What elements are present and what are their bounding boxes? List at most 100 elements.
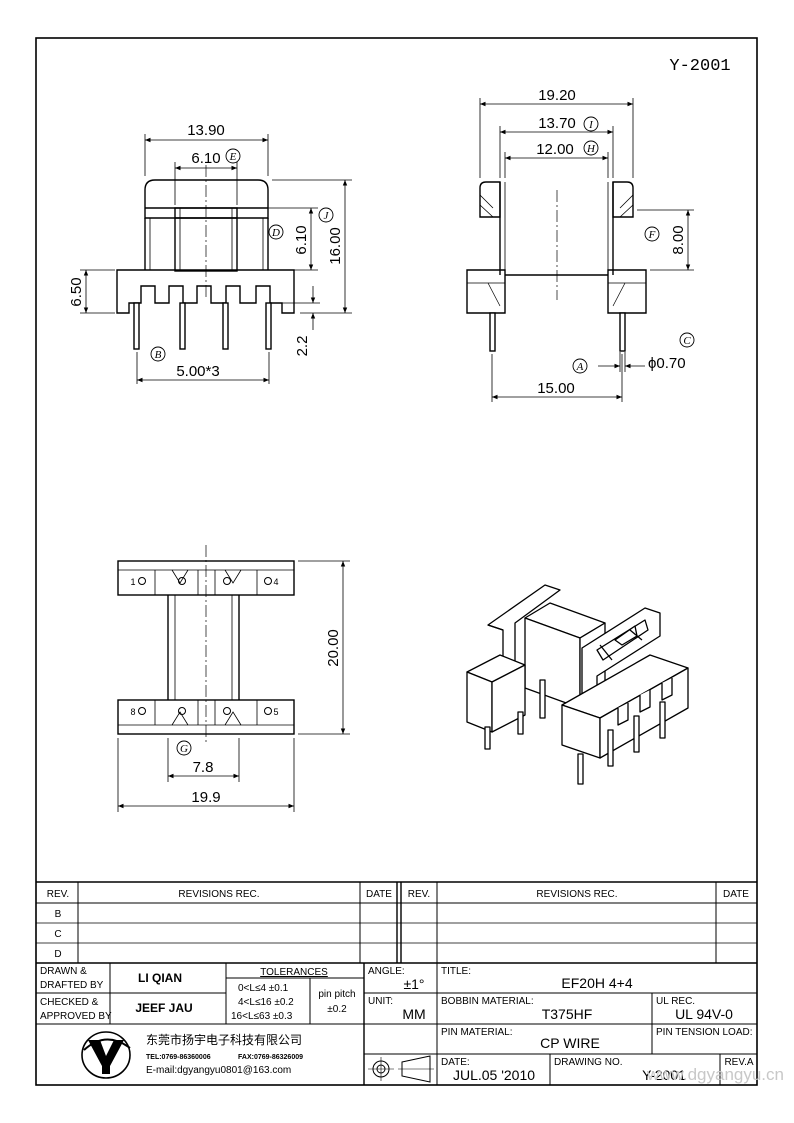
dim-pin-dia: [598, 352, 645, 372]
marker-A: A: [572, 358, 588, 374]
drawing-no-label: DRAWING NO.: [554, 1057, 623, 1068]
company-tel: TEL:0769-86360006: [146, 1054, 211, 1061]
ul-rec-value: UL 94V-0: [675, 1006, 733, 1022]
dim-15-00: [491, 354, 623, 402]
title-value: EF20H 4+4: [561, 975, 632, 991]
dim-13-90: [144, 134, 269, 176]
svg-text:I: I: [588, 119, 594, 131]
marker-C: C: [679, 332, 695, 348]
pin-material-value: CP WIRE: [540, 1035, 600, 1051]
pin-pitch-value: ±0.2: [327, 1004, 347, 1015]
dim-6-50: [80, 269, 115, 314]
pin-5-label: 5: [273, 707, 278, 717]
checked-label-2: APPROVED BY: [40, 1011, 112, 1022]
marker-D: D: [268, 224, 284, 240]
tol-row-2: 4<L≤16 ±0.2: [238, 997, 294, 1008]
dim-8-00: [637, 209, 694, 271]
svg-text:E: E: [229, 151, 237, 163]
rev-header-left: REV.: [47, 889, 69, 900]
side-view: [466, 181, 647, 352]
checked-label-1: CHECKED &: [40, 997, 99, 1008]
marker-E: E: [225, 148, 241, 164]
dim-6-10-v: [268, 207, 318, 271]
front-view: [116, 179, 295, 350]
pin-material-label: PIN MATERIAL:: [441, 1027, 513, 1038]
rev-a-label: REV.A: [724, 1057, 753, 1068]
dim-6-10-h-label: 6.10: [191, 150, 220, 167]
dim-20-00: [298, 560, 350, 735]
date-header-left: DATE: [366, 889, 392, 900]
svg-text:G: G: [180, 743, 188, 755]
pin-1-label: 1: [130, 577, 135, 587]
dim-13-70: [499, 126, 614, 178]
projection-symbol-icon: [368, 1055, 434, 1083]
sheet-border: [35, 37, 758, 1086]
rev-row-d: D: [54, 949, 61, 960]
rev-row-c: C: [54, 929, 61, 940]
dim-16-00: [272, 179, 352, 314]
marker-F: F: [644, 226, 660, 242]
company-logo-icon: [81, 1031, 131, 1079]
dim-13-70-label: 13.70: [538, 115, 576, 132]
unit-label: UNIT:: [368, 996, 393, 1007]
bobbin-material-label: BOBBIN MATERIAL:: [441, 996, 534, 1007]
dim-13-90-label: 13.90: [187, 122, 225, 139]
date-header-right: DATE: [723, 889, 749, 900]
dim-7-8-label: 7.8: [193, 759, 214, 776]
tol-row-3: 16<L≤63 ±0.3: [231, 1011, 293, 1022]
dim-pitch-label: 5.00*3: [176, 363, 219, 380]
svg-text:F: F: [648, 229, 656, 241]
dim-19-20-label: 19.20: [538, 87, 576, 104]
svg-text:C: C: [683, 335, 691, 347]
dim-12-00-label: 12.00: [536, 141, 574, 158]
rev-row-b: B: [55, 909, 62, 920]
angle-label: ANGLE:: [368, 966, 405, 977]
company-email: E-mail:dgyangyu0801@163.com: [146, 1065, 291, 1076]
date-label: DATE:: [441, 1057, 470, 1068]
svg-text:B: B: [155, 349, 162, 361]
pin-8-label: 8: [130, 707, 135, 717]
dim-2-2-label: 2.2: [294, 336, 311, 357]
revisions-table: [36, 881, 757, 964]
drawn-label-1: DRAWN &: [40, 966, 87, 977]
drawn-label-2: DRAFTED BY: [40, 980, 104, 991]
checked-by-value: JEEF JAU: [135, 1001, 192, 1015]
pin-4-label: 4: [273, 577, 278, 587]
marker-J: J: [318, 207, 334, 223]
svg-text:A: A: [576, 361, 584, 373]
tolerances-label: TOLERANCES: [260, 967, 328, 978]
date-value: JUL.05 '2010: [453, 1067, 535, 1083]
dim-19-9-label: 19.9: [191, 789, 220, 806]
drawing-id-label: Y-2001: [669, 57, 730, 76]
rec-header-right: REVISIONS REC.: [536, 889, 617, 900]
svg-text:D: D: [271, 227, 280, 239]
angle-value: ±1°: [403, 976, 424, 992]
title-label: TITLE:: [441, 966, 471, 977]
dim-19-9: [117, 738, 295, 812]
pin-pitch-label: pin pitch: [318, 989, 355, 1000]
dim-7-8: [167, 738, 240, 782]
drawn-by-value: LI QIAN: [138, 971, 182, 985]
dim-pin-dia-label: ϕ0.70: [648, 355, 686, 372]
marker-I: I: [583, 116, 599, 132]
dim-20-00-label: 20.00: [325, 629, 342, 667]
marker-H: H: [583, 140, 599, 156]
dim-8-00-label: 8.00: [670, 225, 687, 254]
bobbin-material-value: T375HF: [542, 1006, 593, 1022]
company-fax: FAX:0769-86326009: [238, 1054, 303, 1061]
dim-pitch: [136, 352, 270, 384]
watermark-text: www.dgyangyu.cn: [646, 1065, 784, 1084]
drawing-no-value: Y-2001: [642, 1067, 686, 1083]
dim-2-2: [282, 286, 320, 330]
dim-6-10-h: [174, 162, 238, 205]
marker-B: B: [150, 346, 166, 362]
company-name: 东莞市扬宇电子科技有限公司: [146, 1032, 302, 1047]
unit-value: MM: [402, 1006, 425, 1022]
rec-header-left: REVISIONS REC.: [178, 889, 259, 900]
rev-header-right: REV.: [408, 889, 430, 900]
title-block-grid: [36, 963, 757, 1085]
dim-6-50-label: 6.50: [68, 277, 85, 306]
isometric-view: [466, 584, 689, 785]
ul-rec-label: UL REC.: [656, 996, 695, 1007]
